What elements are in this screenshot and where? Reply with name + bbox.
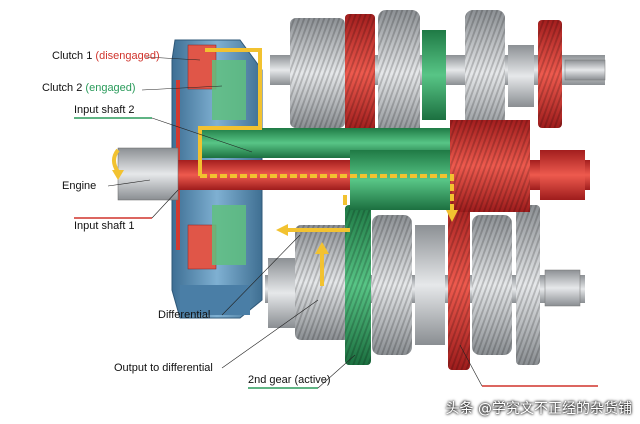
input-shaft-2-label: Input shaft 2 xyxy=(74,104,135,116)
differential-label: Differential xyxy=(158,309,211,321)
clutch2-label: Clutch 2 (engaged) xyxy=(42,82,136,95)
label-underlines xyxy=(74,117,598,389)
clutch1-name: Clutch 1 xyxy=(52,50,93,62)
clutch1-label: Clutch 1 (disengaged) xyxy=(52,50,160,63)
second-gear-label: 2nd gear (active) xyxy=(248,374,331,386)
engine-label: Engine xyxy=(62,180,97,192)
leader-lines xyxy=(107,56,483,389)
lower-output-shaft xyxy=(265,200,585,370)
output-to-differential-label: Output to differential xyxy=(114,362,213,374)
clutch2-name: Clutch 2 xyxy=(42,82,83,94)
input-shaft-1-label: Input shaft 1 xyxy=(74,220,135,232)
upper-output-shaft xyxy=(270,10,606,136)
watermark: 头条 @学究文不正经的杂货铺 xyxy=(445,401,632,417)
clutch2-state: (engaged) xyxy=(85,82,136,94)
power-flow xyxy=(112,48,458,286)
clutch1-state: (disengaged) xyxy=(95,50,160,62)
